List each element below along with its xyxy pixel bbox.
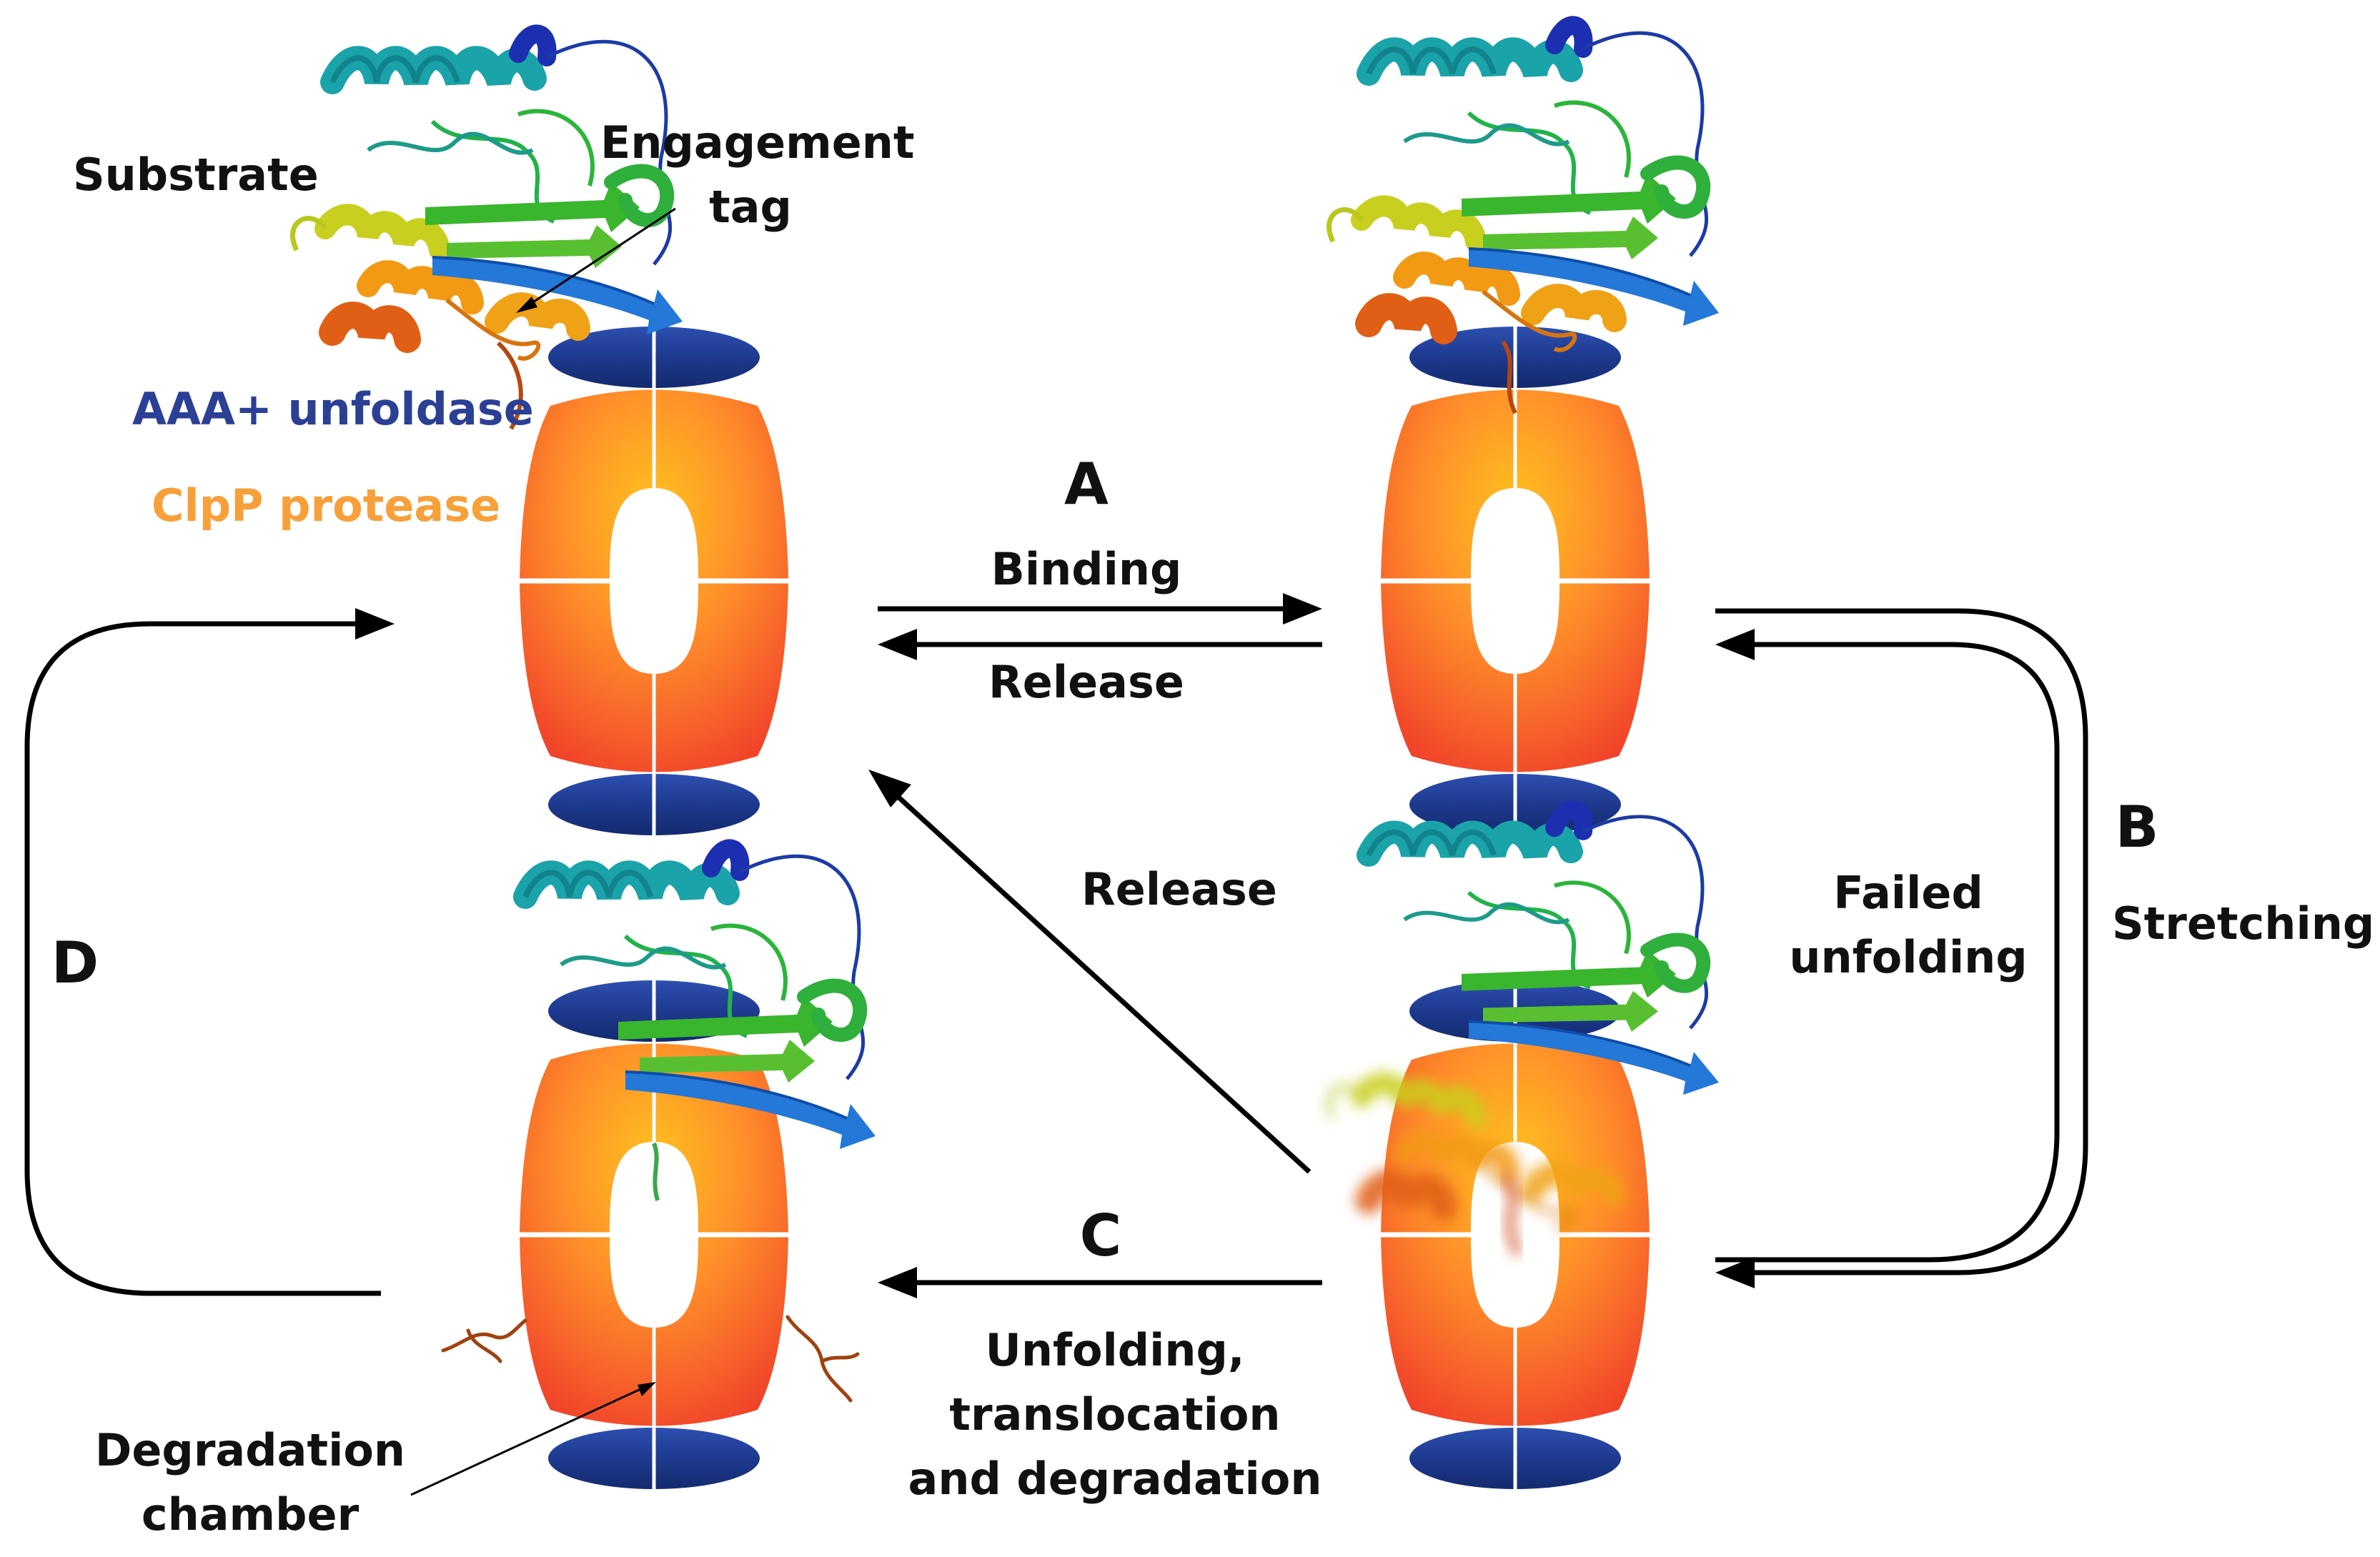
- step-c-letter: C: [1079, 1203, 1122, 1269]
- arrows: [24, 606, 2088, 1296]
- degradation-chamber-pointer: [410, 1385, 648, 1496]
- substrate-protein-bound: [1329, 25, 1719, 414]
- complex-degrading: [515, 978, 793, 1492]
- failed-unfolding-label: Failed unfolding: [1789, 867, 2028, 983]
- step-a-letter: A: [1064, 451, 1109, 517]
- degradation-steps-label: Unfolding, translocation and degradation: [908, 1324, 1322, 1505]
- engagement-tag-pointer: [525, 207, 676, 309]
- unfoldase-label: AAA+ unfoldase: [132, 383, 534, 435]
- substrate-protein-free: [293, 34, 683, 430]
- complex-idle: [515, 324, 793, 838]
- stretching-label: Stretching: [2112, 897, 2375, 950]
- engagement-tag-strand: [496, 341, 523, 430]
- arrowheads: [355, 593, 1755, 1298]
- degradation-chamber-label: Degradation chamber: [94, 1424, 406, 1541]
- step-b-letter: B: [2115, 794, 2159, 860]
- release-label-diagonal: Release: [1081, 863, 1277, 915]
- binding-label: Binding: [991, 543, 1182, 595]
- protease-label: ClpP protease: [152, 479, 501, 532]
- substrate-protein-stretched: [1329, 810, 1719, 1257]
- release-arrow-diagonal: [884, 784, 1312, 1174]
- failed-unfolding-arrow: [1715, 642, 2060, 1263]
- release-label-top: Release: [988, 656, 1184, 708]
- substrate-protein-translocating: [525, 848, 876, 1201]
- engagement-tag-label: Engagement tag: [600, 116, 915, 233]
- step-d-letter: D: [51, 930, 99, 996]
- peptide-fragment-icon: [441, 1315, 860, 1403]
- complex-bound: [1376, 324, 1655, 838]
- stretching-arrow: [1715, 608, 2088, 1275]
- recycle-arrow: [24, 621, 381, 1296]
- substrate-label: Substrate: [73, 149, 319, 201]
